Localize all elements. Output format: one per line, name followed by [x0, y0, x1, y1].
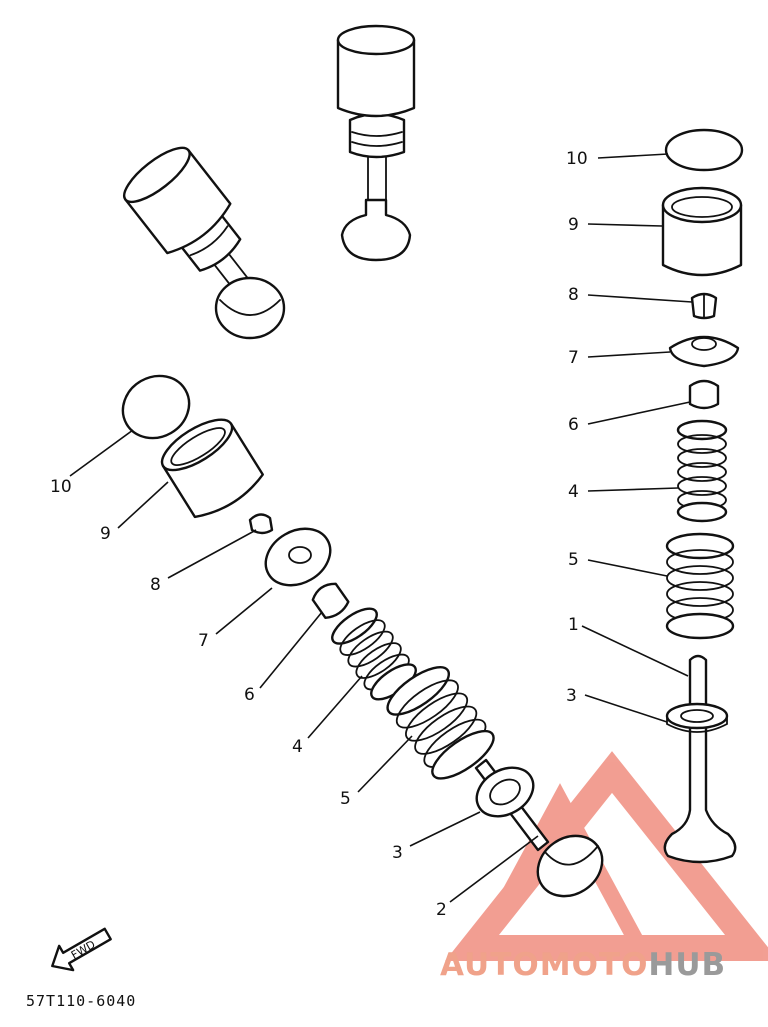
stem-seal-right [688, 379, 720, 410]
outer-spring-right [665, 532, 735, 640]
callout-left-2: 2 [436, 900, 447, 920]
callout-right-5: 5 [568, 550, 579, 570]
callout-left-7: 7 [198, 631, 209, 651]
tappet-bucket-left [160, 418, 264, 519]
spring-seat-left [475, 766, 535, 818]
inner-spring-right [676, 419, 728, 523]
assembled-valve-top [336, 24, 416, 262]
assembled-valve-tilted [123, 146, 286, 340]
callout-right-4: 4 [568, 482, 579, 502]
callout-left-8: 8 [150, 575, 161, 595]
watermark-moto: MOTO [540, 947, 649, 983]
callout-left-9: 9 [100, 524, 111, 544]
shim-left [121, 374, 191, 440]
callout-left-5: 5 [340, 789, 351, 809]
right-exploded-stack [661, 128, 744, 864]
left-exploded-stack [121, 374, 604, 898]
valve-cotter-left [248, 513, 274, 535]
watermark-text: AUTOMOTOHUB [440, 947, 726, 983]
callout-left-3: 3 [392, 843, 403, 863]
watermark-auto: AUTO [440, 947, 540, 983]
spring-retainer-left [264, 527, 332, 587]
spring-retainer-right [668, 335, 740, 368]
fwd-arrow: FWD [51, 927, 112, 972]
callout-right-9: 9 [568, 215, 579, 235]
callout-right-8: 8 [568, 285, 579, 305]
callout-right-10: 10 [566, 149, 588, 169]
inner-spring-left [331, 607, 417, 701]
watermark-hub: HUB [648, 947, 726, 983]
callouts-right: 10 9 8 7 6 4 5 1 3 [566, 149, 588, 706]
outer-spring-left [386, 666, 495, 780]
leader-lines-left [69, 429, 539, 903]
stem-seal-left [311, 582, 350, 620]
leader-lines-right [581, 153, 693, 723]
callout-left-4: 4 [292, 737, 303, 757]
spring-seat-right [665, 702, 729, 733]
callout-right-1: 1 [568, 615, 579, 635]
part-code: 57T110-6040 [26, 992, 136, 1010]
shim-right [664, 128, 744, 172]
valve-right [663, 654, 737, 864]
callout-right-3: 3 [566, 686, 577, 706]
callout-left-6: 6 [244, 685, 255, 705]
callout-left-10: 10 [50, 477, 72, 497]
callout-right-7: 7 [568, 348, 579, 368]
tappet-bucket-right [661, 203, 743, 277]
callout-right-6: 6 [568, 415, 579, 435]
callouts-left: 10 9 8 7 6 4 5 3 2 [50, 477, 447, 920]
